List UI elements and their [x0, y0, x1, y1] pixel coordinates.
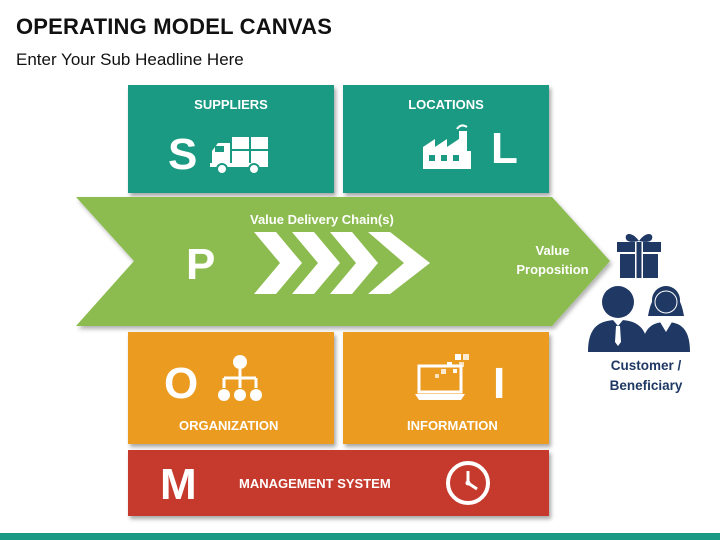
information-label: INFORMATION	[407, 418, 498, 433]
organization-letter: O	[164, 359, 199, 408]
customer-label: Customer / Beneficiary	[590, 356, 702, 396]
laptop-data-icon	[415, 354, 469, 400]
locations-letter: L	[491, 124, 518, 173]
org-chart-icon	[218, 355, 262, 401]
process-letter: P	[186, 240, 216, 289]
bottom-accent-bar	[0, 533, 720, 540]
value-proposition-label: Value Proposition	[505, 241, 600, 279]
value-delivery-chain-label: Value Delivery Chain(s)	[250, 212, 394, 227]
information-letter: I	[493, 359, 506, 408]
customer-line1: Customer /	[610, 358, 682, 373]
locations-label: LOCATIONS	[408, 97, 484, 112]
page-title: OPERATING MODEL CANVAS	[16, 14, 333, 39]
truck-icon	[210, 137, 268, 175]
information-block: I INFORMATION	[343, 332, 549, 444]
clock-icon	[446, 461, 490, 505]
organization-label: ORGANIZATION	[179, 418, 279, 433]
management-system-block: M MANAGEMENT SYSTEM	[128, 450, 549, 516]
gift-icon	[617, 234, 661, 278]
locations-block: LOCATIONS L	[343, 85, 549, 193]
management-label: MANAGEMENT SYSTEM	[239, 476, 391, 491]
suppliers-letter: S	[168, 130, 198, 179]
value-proposition-line2: Proposition	[516, 262, 589, 277]
management-letter: M	[160, 460, 197, 509]
organization-block: O ORGANIZATION	[128, 332, 334, 444]
page-subtitle: Enter Your Sub Headline Here	[16, 50, 244, 69]
value-proposition-line1: Value	[535, 243, 570, 258]
factory-icon	[423, 124, 471, 169]
suppliers-block: SUPPLIERS S	[128, 85, 334, 193]
customer-line2: Beneficiary	[609, 378, 683, 393]
chevron-chain-icon	[254, 232, 430, 294]
suppliers-label: SUPPLIERS	[194, 97, 268, 112]
people-icon	[588, 286, 690, 352]
